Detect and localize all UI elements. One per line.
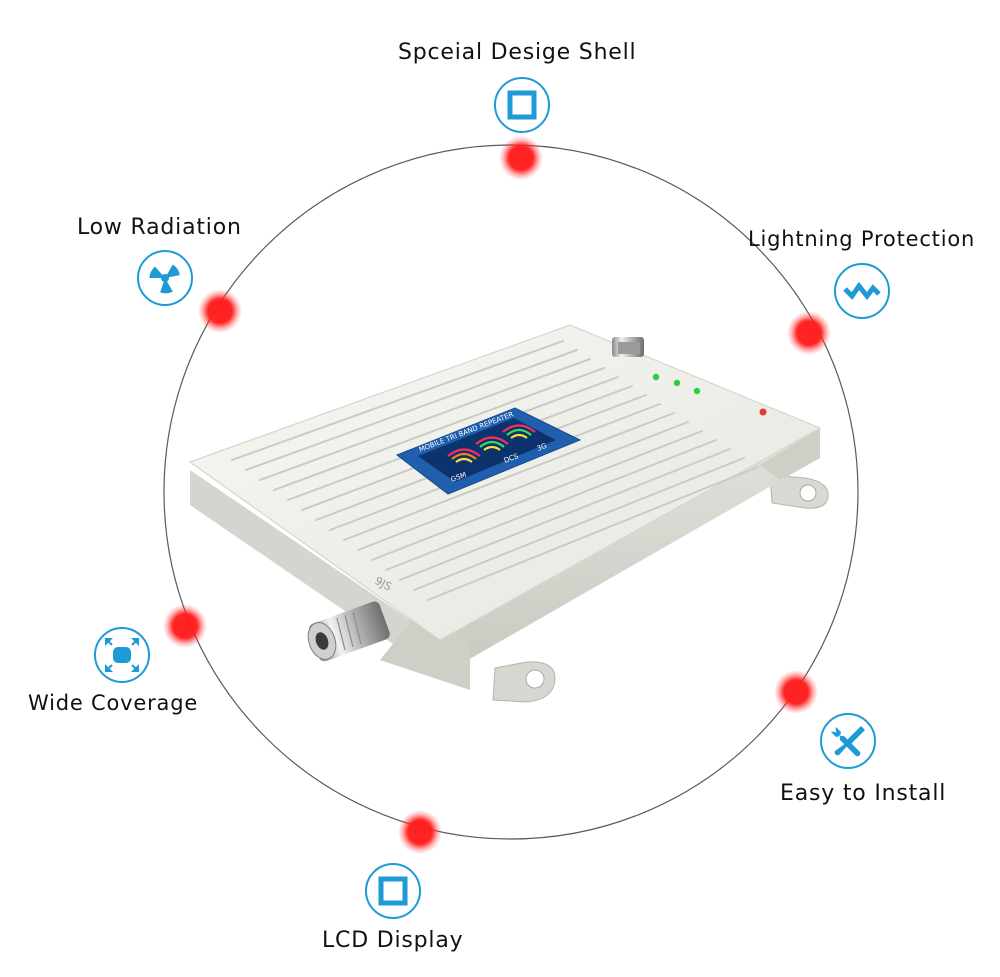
expand-arrows-icon bbox=[93, 626, 151, 684]
label-special-shell: Spceial Desige Shell bbox=[398, 40, 637, 65]
red-dot-lcd bbox=[398, 810, 442, 854]
red-dot-shell bbox=[499, 136, 543, 180]
lcd-band-3g: 3G bbox=[536, 442, 548, 453]
label-lcd-display: LCD Display bbox=[322, 928, 464, 953]
label-wide-coverage: Wide Coverage bbox=[28, 691, 199, 715]
red-dot-radiation bbox=[198, 289, 242, 333]
label-low-radiation: Low Radiation bbox=[77, 215, 242, 240]
label-lightning-protection: Lightning Protection bbox=[748, 227, 976, 251]
red-dot-install bbox=[774, 670, 818, 714]
radiation-icon bbox=[136, 249, 194, 307]
square-frame-icon bbox=[364, 862, 422, 920]
lcd-panel bbox=[395, 407, 582, 495]
red-dot-lightning bbox=[787, 311, 831, 355]
red-dot-coverage bbox=[163, 604, 207, 648]
label-easy-install: Easy to Install bbox=[780, 781, 947, 806]
wrench-screwdriver-icon bbox=[819, 712, 877, 770]
zigzag-lightning-icon bbox=[833, 262, 891, 320]
n-connector bbox=[307, 601, 390, 662]
square-frame-icon bbox=[493, 76, 551, 134]
repeater-device-image bbox=[188, 324, 829, 703]
